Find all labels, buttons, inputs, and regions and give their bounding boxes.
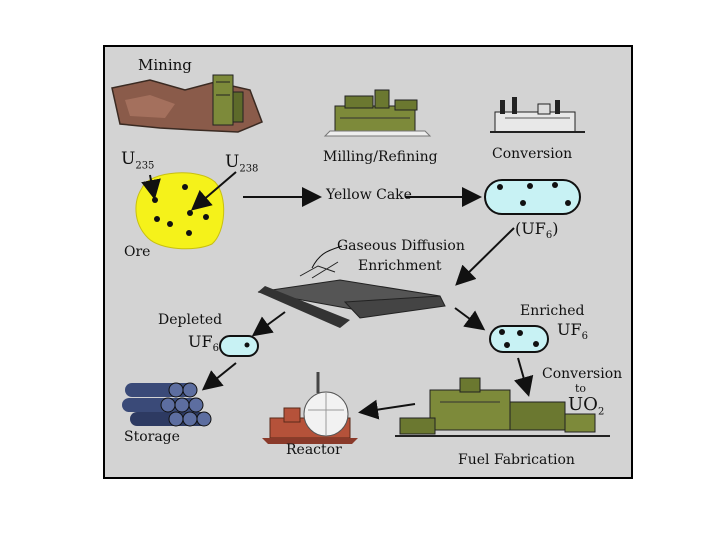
- conversion-plant-illustration: [490, 97, 585, 133]
- label-storage: Storage: [124, 429, 180, 445]
- label-milling-refining: Milling/Refining: [323, 149, 438, 165]
- label-reactor: Reactor: [286, 442, 342, 458]
- label-conversion-to: Conversion: [542, 366, 623, 382]
- uf6-capsule: [484, 179, 581, 215]
- label-depleted: Depleted: [158, 312, 223, 328]
- enriched-uf6-capsule: [489, 325, 549, 353]
- label-u238: U238: [225, 152, 259, 175]
- label-mining: Mining: [138, 56, 192, 74]
- arrow-uf6-to-enrichment: [455, 227, 515, 286]
- arrow-to-depleted: [251, 311, 286, 337]
- milling-illustration: [323, 89, 432, 137]
- label-enrichment: Enrichment: [358, 258, 442, 274]
- label-ore: Ore: [124, 244, 151, 260]
- label-gaseous-diffusion: Gaseous Diffusion: [337, 238, 465, 254]
- reactor-illustration: [262, 372, 358, 444]
- ore-blob: [135, 172, 225, 250]
- gaseous-diffusion-illustration: [257, 261, 446, 328]
- label-uo2: UO2: [568, 394, 605, 418]
- label-uf6-product: (UF6): [515, 219, 559, 242]
- u238-pointer: [190, 171, 237, 211]
- label-to: to: [575, 382, 587, 395]
- storage-cylinders-illustration: [122, 382, 212, 427]
- label-u235: U235: [121, 149, 155, 172]
- arrow-to-fuel-fabrication: [513, 357, 534, 397]
- arrow-to-storage: [201, 362, 237, 391]
- arrow-to-reactor: [358, 399, 416, 420]
- u235-pointer: [141, 174, 161, 200]
- label-enriched-uf6: UF6: [557, 320, 588, 343]
- label-fuel-fabrication: Fuel Fabrication: [458, 452, 575, 468]
- depleted-uf6-capsule: [219, 335, 259, 357]
- label-conversion: Conversion: [492, 146, 573, 162]
- arrow-to-enriched: [454, 307, 486, 331]
- label-enriched: Enriched: [520, 303, 585, 319]
- diffusion-callout-line: [311, 245, 343, 269]
- fuel-fabrication-illustration: [395, 377, 610, 437]
- label-yellow-cake: Yellow Cake: [326, 187, 412, 203]
- mining-illustration: [111, 74, 263, 133]
- label-depleted-uf6: UF6: [188, 332, 219, 355]
